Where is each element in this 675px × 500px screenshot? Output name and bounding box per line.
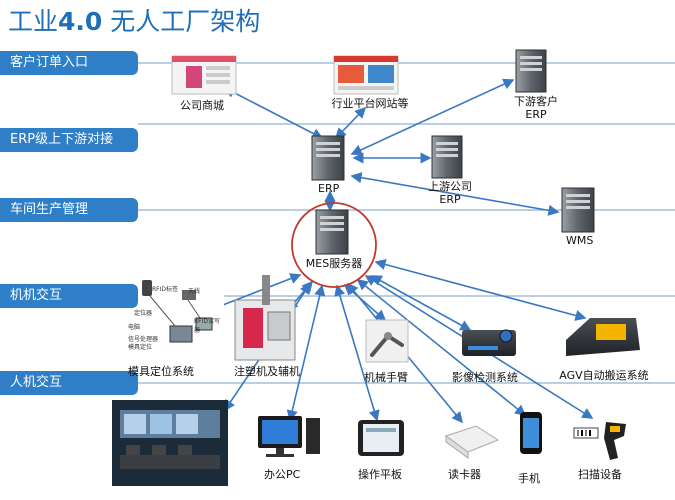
mold-diagram-labels: RFID标签 天线 电脑 RFID读写器 定位器 信号处理器 模具定位: [124, 272, 224, 362]
page-title: 工业4.0 无人工厂架构: [8, 7, 261, 36]
server-icon-wms: [561, 187, 595, 233]
band-workshop-management: 车间生产管理: [0, 198, 138, 222]
arrow-downstream-erp: [350, 78, 515, 156]
scanner-icon: [573, 422, 626, 460]
arrow-platform-erp: [334, 106, 367, 140]
arrow-mes-pc: [286, 284, 326, 422]
band-order-entry: 客户订单入口: [0, 51, 138, 75]
website-thumbnail-mall: [171, 55, 237, 95]
node-label-upstream: 上游公司ERP: [428, 180, 472, 206]
arrow-mes-agv: [374, 259, 587, 321]
node-label-injection: 注塑机及辅机: [234, 365, 300, 378]
mold-label-positioning: 模具定位: [128, 344, 153, 351]
vision-inspection-illustration: [462, 329, 516, 356]
node-label-scanner: 扫描设备: [578, 468, 622, 481]
mold-positioning-illustration: [124, 272, 224, 362]
mes-highlight-circle: [291, 202, 377, 288]
phone-icon: [520, 412, 542, 454]
agv-illustration: [566, 318, 640, 356]
node-label-mall: 公司商城: [180, 99, 224, 112]
server-icon-downstream: [515, 49, 547, 93]
node-label-vision: 影像检测系统: [452, 371, 518, 384]
tablet-icon: [358, 420, 404, 456]
arrow-erp-wms: [350, 172, 560, 216]
node-label-arm: 机械手臂: [364, 371, 408, 384]
node-label-reader: 读卡器: [448, 468, 481, 481]
band-machine-machine: 机机交互: [0, 284, 138, 308]
mold-label-reader: RFID读写器: [194, 318, 221, 334]
node-label-mold: 模具定位系统: [128, 365, 194, 378]
injection-machine-illustration: [234, 275, 296, 361]
arrow-mall-erp: [223, 87, 324, 139]
node-label-wms: WMS: [566, 234, 594, 247]
arrow-mes-arm: [343, 283, 387, 322]
robotic-arm-illustration: [365, 319, 409, 363]
mold-label-antenna: 天线: [188, 288, 201, 295]
band-human-machine: 人机交互: [0, 371, 138, 395]
node-label-tablet: 操作平板: [358, 468, 402, 481]
server-icon-erp: [311, 135, 345, 181]
node-label-mes: MES服务器: [305, 257, 363, 270]
node-label-phone: 手机: [518, 472, 540, 485]
node-label-pc: 办公PC: [264, 468, 301, 481]
control-room-illustration: [112, 400, 228, 486]
card-reader-icon: [444, 425, 500, 459]
node-label-downstream: 下游客户ERP: [514, 95, 558, 121]
node-label-erp: ERP: [318, 182, 340, 195]
node-label-agv: AGV自动搬运系统: [559, 369, 649, 382]
mold-label-rfid-tag: RFID标签: [152, 286, 179, 293]
server-icon-upstream: [431, 135, 463, 179]
band-erp-integration: ERP级上下游对接: [0, 128, 138, 152]
server-icon-mes: [315, 209, 349, 255]
mold-label-computer: 电脑: [128, 324, 141, 331]
mold-label-signal: 信号处理器: [128, 336, 159, 343]
mold-label-locator: 定位器: [134, 310, 153, 317]
pc-icon: [258, 416, 320, 457]
website-thumbnail-platform: [333, 55, 399, 95]
node-label-platform: 行业平台网站等: [331, 97, 409, 110]
